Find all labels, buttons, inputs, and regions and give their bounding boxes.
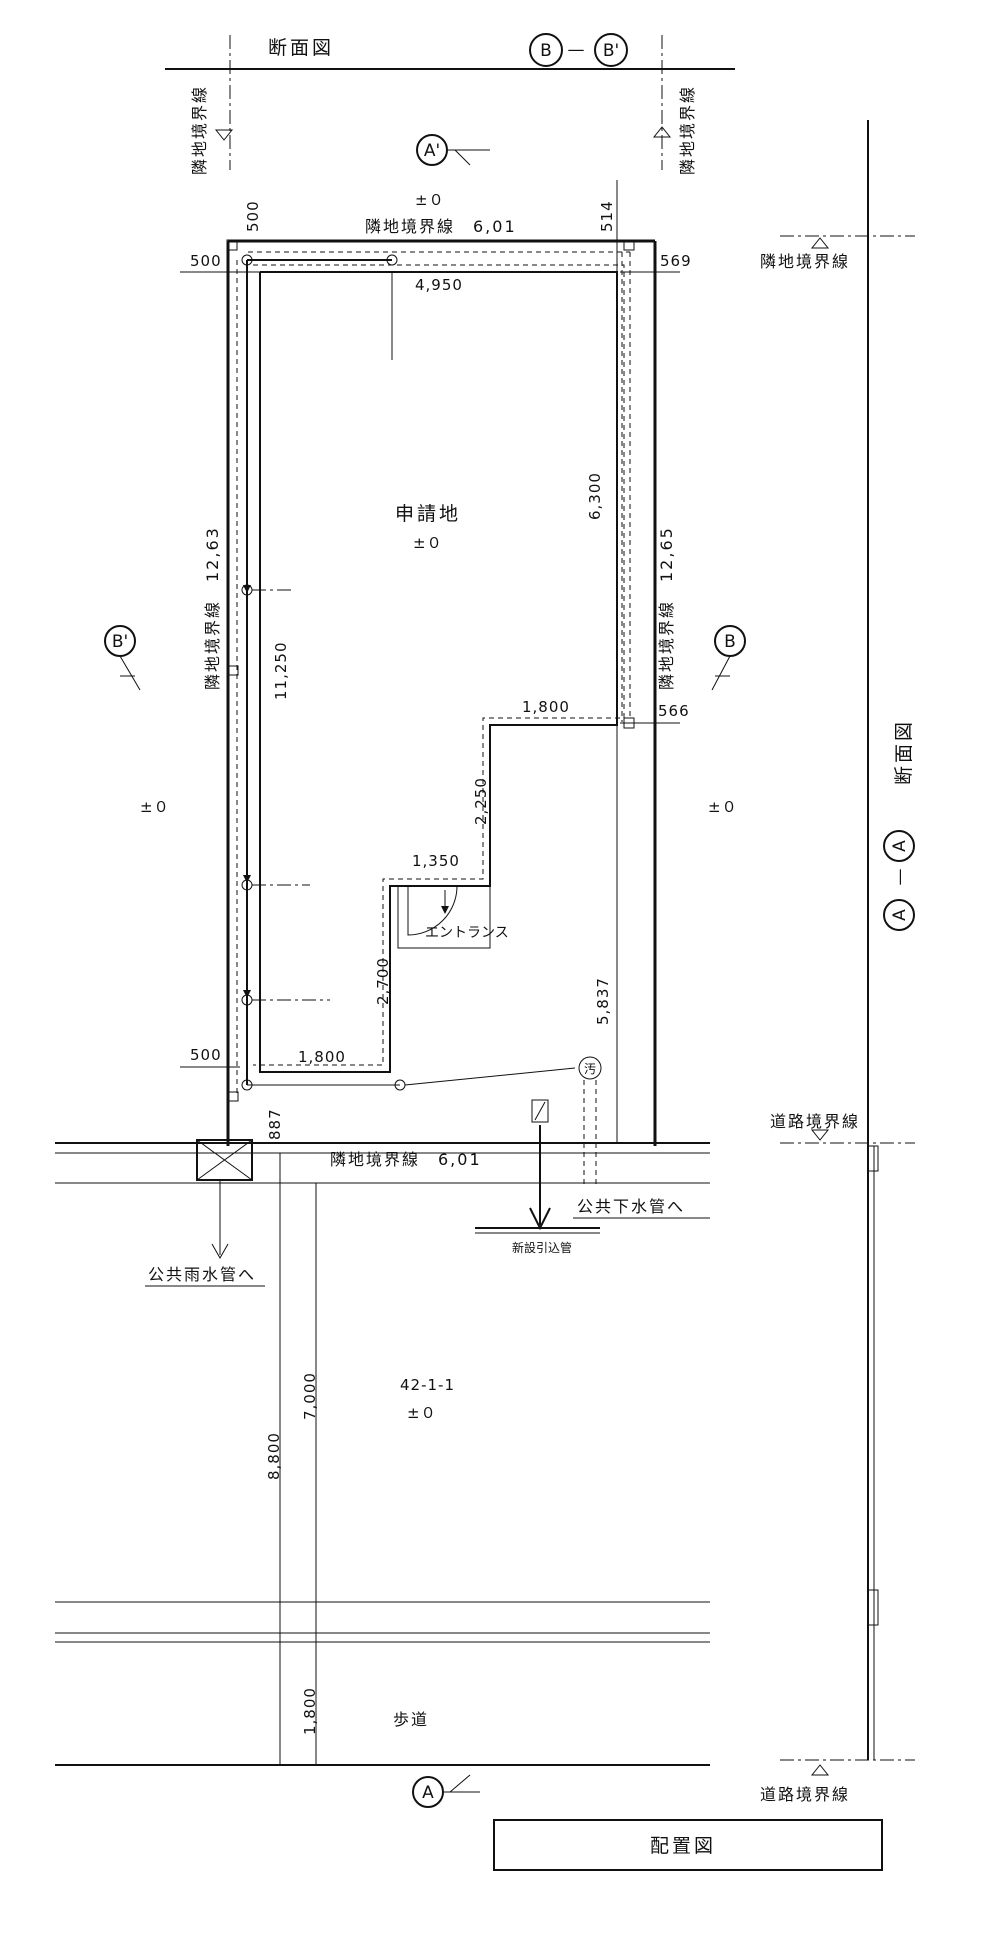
drawing-title: 配置図: [650, 1835, 716, 1857]
dim-569: 569: [660, 252, 692, 270]
dim-2700: 2,700: [374, 957, 392, 1005]
dim-1800-walk: 1,800: [301, 1687, 319, 1735]
dim-top-boundary: 隣地境界線 6,01: [365, 217, 517, 236]
dim-2250: 2,250: [472, 777, 490, 825]
svg-text:B: B: [724, 632, 736, 652]
dim-514: 514: [598, 200, 616, 232]
new-service-pipe-label: 新設引込管: [512, 1240, 572, 1255]
right-boundary-label: 隣地境界線 12,65: [657, 526, 676, 690]
sidewalk-label: 歩道: [393, 1710, 429, 1729]
dim-1800-bottom: 1,800: [298, 1048, 346, 1066]
section-aa-mark-bottom: A: [890, 909, 910, 921]
dim-7000: 7,000: [301, 1372, 319, 1420]
section-aa-title: 断面図: [893, 719, 915, 785]
level-top: ±０: [415, 191, 445, 209]
water-service: [475, 1099, 600, 1234]
dim-887: 887: [266, 1108, 284, 1140]
public-storm-label: 公共雨水管へ: [148, 1265, 256, 1284]
dim-8800: 8,800: [265, 1432, 283, 1480]
boundary-triangle-left: [214, 129, 234, 141]
dim-5837: 5,837: [594, 977, 612, 1025]
public-sewer-label: 公共下水管へ: [577, 1197, 685, 1216]
section-mark-b: B: [711, 625, 746, 691]
title-box: 配置図: [493, 1819, 883, 1871]
section-aa-mark-top: A: [890, 840, 910, 852]
left-boundary-label: 隣地境界線 12,63: [203, 526, 222, 690]
site-label: 申請地: [395, 503, 461, 525]
site-boundary: [226, 239, 657, 1146]
section-bb-separator: —: [568, 40, 585, 60]
dim-500-left: 500: [190, 252, 222, 270]
top-left-boundary-label: 隣地境界線: [190, 85, 209, 175]
section-bb-mark-right: B': [603, 41, 619, 61]
right-neighbor-boundary-label: 隣地境界線: [760, 252, 850, 271]
svg-text:A: A: [422, 1783, 434, 1803]
sewage-manhole: 汚: [584, 1062, 596, 1076]
dim-500-top: 500: [244, 200, 262, 232]
section-bb-title: 断面図: [268, 37, 334, 59]
svg-text:A': A': [424, 141, 440, 161]
dim-bottom-boundary: 隣地境界線 6,01: [330, 1150, 482, 1169]
building-outline: [253, 264, 625, 1073]
dim-500-bottom: 500: [190, 1046, 222, 1064]
svg-text:B': B': [112, 632, 128, 652]
road-level: ±０: [407, 1404, 437, 1422]
section-aa-separator: —: [890, 869, 910, 886]
top-right-boundary-label: 隣地境界線: [678, 85, 697, 175]
road-number: 42-1-1: [400, 1376, 455, 1394]
dim-1350: 1,350: [412, 852, 460, 870]
road-boundary-label-bottom: 道路境界線: [760, 1785, 850, 1804]
section-bb-mark-left: B: [540, 41, 552, 61]
section-bb-header: 断面図 B — B': [165, 33, 735, 70]
dim-11250: 11,250: [272, 642, 290, 701]
section-mark-a-prime: A': [416, 134, 490, 166]
boundary-triangle-right: [652, 126, 672, 138]
rainwater-catch-basin: [196, 1139, 253, 1260]
level-left: ±０: [140, 798, 170, 816]
road-boundary-label-top: 道路境界線: [770, 1112, 860, 1131]
entrance: エントランス: [397, 885, 509, 949]
section-mark-a: A: [412, 1774, 480, 1808]
dim-1800-mid: 1,800: [522, 698, 570, 716]
road-area: [55, 1142, 710, 1766]
level-right: ±０: [708, 798, 738, 816]
section-mark-b-prime: B': [104, 625, 141, 691]
dim-6300: 6,300: [586, 472, 604, 520]
entrance-label: エントランス: [425, 925, 509, 941]
drain-lines: 汚: [228, 239, 635, 1185]
dim-4950: 4,950: [415, 276, 463, 294]
dim-566: 566: [658, 702, 690, 720]
site-level: ±０: [413, 534, 443, 552]
